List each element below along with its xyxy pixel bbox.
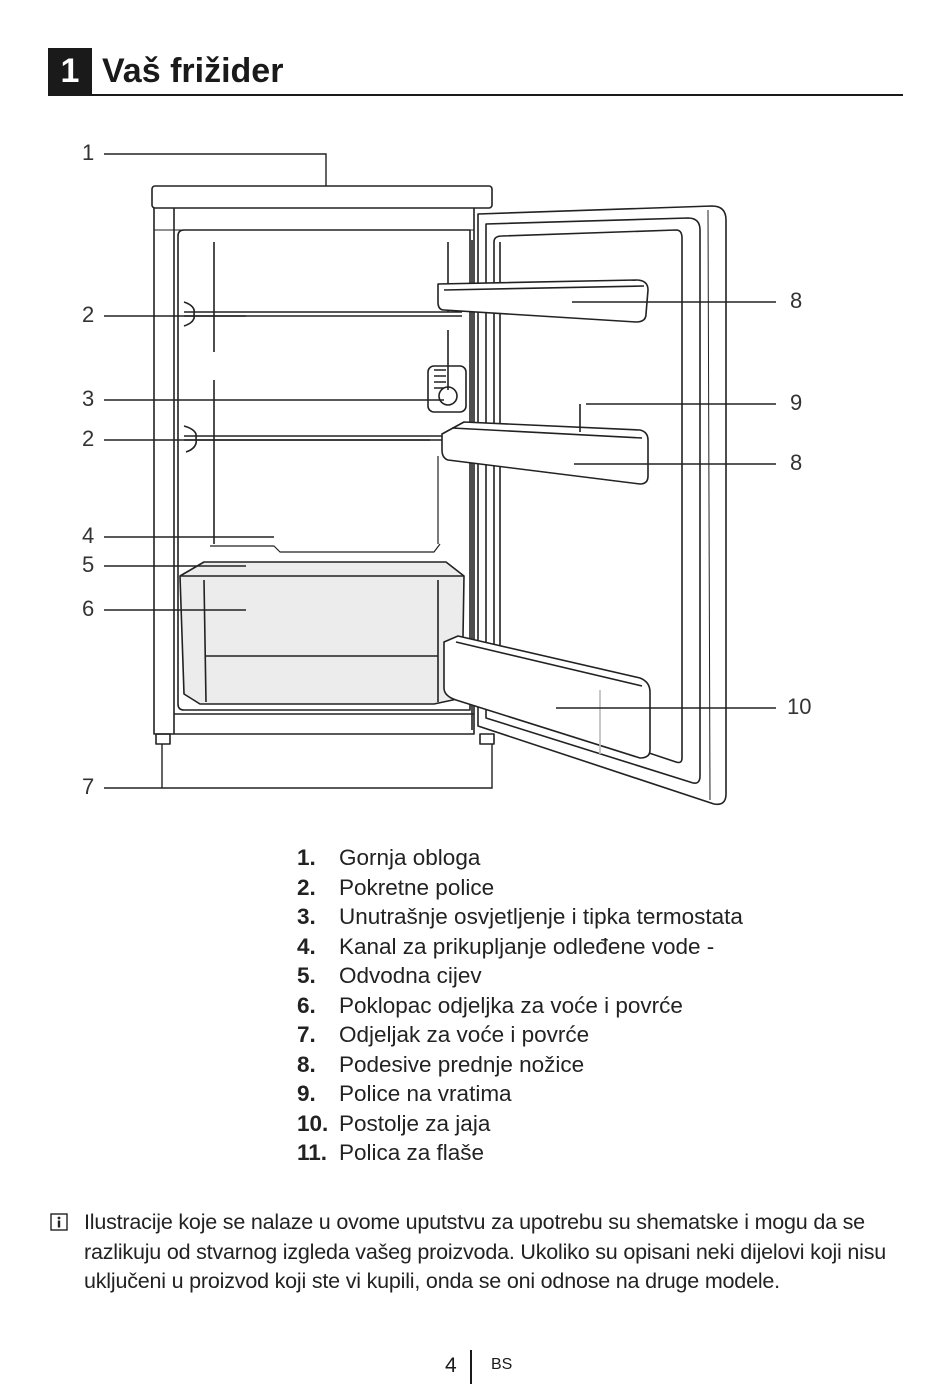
legend-item: 8.Podesive prednje nožice: [297, 1051, 585, 1077]
section-title: Vaš frižider: [102, 52, 284, 90]
info-note: Ilustracije koje se nalaze u ovome uputs…: [50, 1208, 910, 1297]
front-feet: [155, 733, 495, 745]
fridge-liner: [177, 229, 471, 711]
info-icon: [50, 1213, 68, 1231]
callout-10: 10: [787, 694, 811, 719]
callout-5: 5: [82, 552, 94, 577]
legend-item: 9.Police na vratima: [297, 1081, 512, 1106]
legend-item: 10.Postolje za jaja: [297, 1110, 491, 1136]
drain-channel: [210, 543, 441, 553]
door-shelf-upper: [437, 279, 649, 323]
info-note-text: Ilustracije koje se nalaze u ovome uputs…: [84, 1210, 887, 1293]
language-code: BS: [491, 1356, 513, 1373]
page-number: 4: [445, 1354, 457, 1377]
page-footer: 4 BS: [0, 1348, 950, 1384]
door-shelf-bottle: [443, 635, 651, 759]
callout-2a: 2: [82, 302, 94, 327]
legend-item: 7.Odjeljak za voće i povrće: [297, 1022, 590, 1047]
callout-9: 9: [790, 390, 802, 415]
callout-1: 1: [82, 140, 94, 165]
fridge-top-cover: [151, 185, 493, 209]
leader-lines: [104, 153, 776, 789]
callout-4: 4: [82, 523, 94, 548]
callout-6: 6: [82, 596, 94, 621]
legend-item: 4.Kanal za prikupljanje odleđene vode -: [297, 933, 715, 959]
section-number: 1: [48, 48, 92, 94]
thermostat-knob: [427, 365, 467, 413]
legend-item: 3.Unutrašnje osvjetljenje i tipka termos…: [297, 904, 743, 929]
parts-legend: 1.Gornja obloga 2.Pokretne police 3.Unut…: [297, 843, 743, 1168]
legend-item: 1.Gornja obloga: [297, 845, 481, 870]
callout-2b: 2: [82, 426, 94, 451]
door-shelf-middle: [441, 404, 649, 485]
callout-7: 7: [82, 774, 94, 799]
callout-8b: 8: [790, 450, 802, 475]
shelf-lower: [183, 425, 462, 453]
fridge-illustration: 1 2 3 2 4 5 6 7 8 9 8 10: [82, 140, 811, 806]
fridge-body: [153, 208, 475, 735]
callout-3: 3: [82, 386, 94, 411]
section-header: 1 Vaš frižider: [48, 48, 903, 96]
crisper-drawer: [179, 561, 465, 705]
fridge-diagram: 1 2 3 2 4 5 6 7 8 9 8 10: [60, 130, 840, 820]
footer-divider: [470, 1350, 472, 1384]
legend-item: 6.Poklopac odjeljka za voće i povrće: [297, 992, 683, 1018]
callout-8a: 8: [790, 288, 802, 313]
shelf-upper: [183, 301, 462, 327]
legend-item: 11.Polica za flaše: [297, 1140, 485, 1165]
legend-item: 2.Pokretne police: [297, 874, 495, 900]
legend-item: 5.Odvodna cijev: [297, 963, 482, 988]
